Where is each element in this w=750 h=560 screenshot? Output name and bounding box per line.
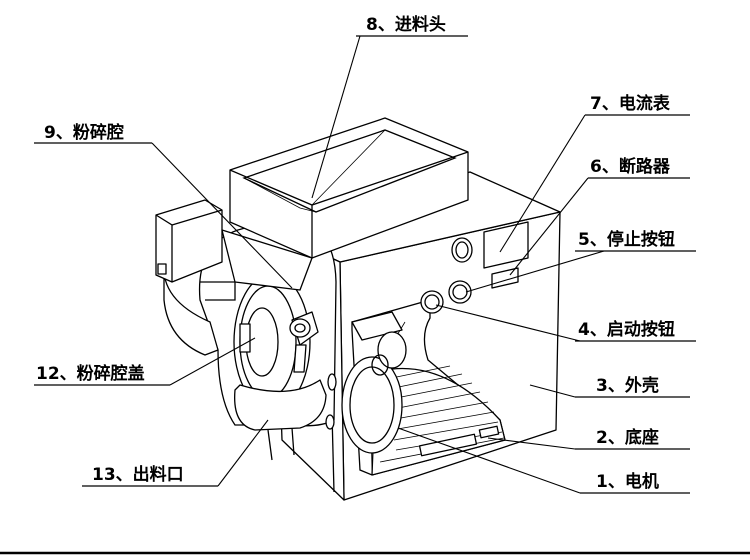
stop-button: [448, 280, 472, 304]
feed-head: [155, 117, 469, 301]
machine-illustration: [155, 117, 561, 501]
label-base: 2、底座: [596, 427, 659, 448]
hopper: [229, 117, 469, 259]
label-start-button: 4、启动按钮: [578, 319, 675, 340]
label-chamber-cover: 12、粉碎腔盖: [36, 363, 145, 384]
cover-handle: [289, 311, 319, 373]
base-grille: [371, 365, 506, 476]
label-motor: 1、电机: [596, 471, 659, 492]
label-crushing-chamber: 9、粉碎腔: [44, 122, 124, 143]
ammeter: [483, 221, 529, 269]
motor: [341, 311, 407, 454]
label-breaker: 6、断路器: [590, 156, 671, 177]
labels: 8、进料头 9、粉碎腔 7、电流表 6、断路器 5、停止按钮 4、启动按钮 3、…: [34, 14, 696, 494]
label-feed-head: 8、进料头: [366, 14, 446, 35]
label-shell: 3、外壳: [596, 375, 659, 396]
label-ammeter: 7、电流表: [590, 93, 671, 114]
discharge-port: [234, 379, 327, 461]
label-discharge-port: 13、出料口: [92, 464, 184, 485]
leader-lines: [151, 35, 605, 494]
start-button: [420, 290, 444, 314]
label-stop-button: 5、停止按钮: [578, 229, 675, 250]
top-knob: [451, 237, 473, 263]
